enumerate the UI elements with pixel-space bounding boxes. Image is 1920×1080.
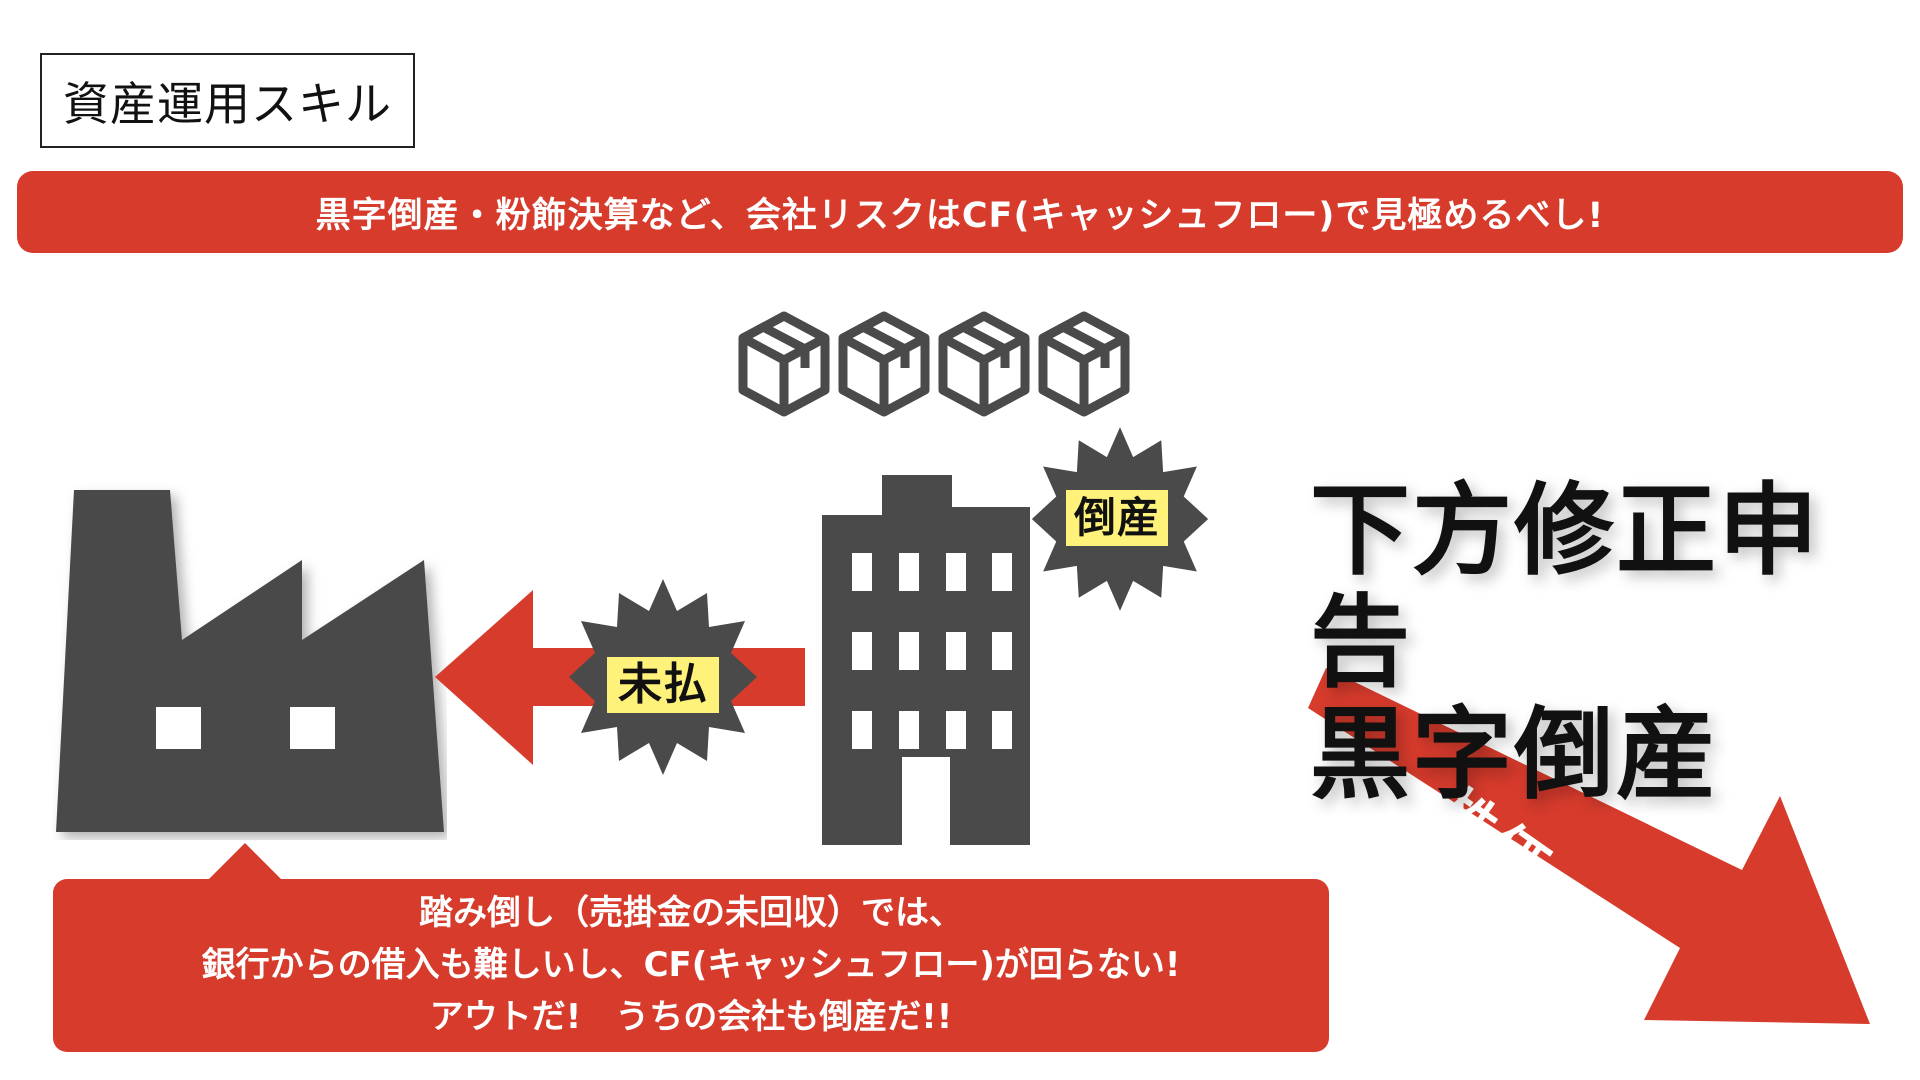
- package-boxes: [735, 310, 1133, 418]
- bankrupt-burst: 倒産: [1030, 425, 1210, 617]
- stock-price-down-arrow: [1308, 668, 1870, 1024]
- headline: 下方修正申告 黒字倒産: [1310, 475, 1920, 811]
- speech-bubble-tail: [205, 843, 285, 883]
- bankrupt-label: 倒産: [1066, 490, 1168, 546]
- headline-banner: 黒字倒産・粉飾決算など、会社リスクはCF(キャッシュフロー)で見極めるべし!: [17, 171, 1903, 253]
- slide-title: 資産運用スキル: [40, 53, 415, 148]
- bubble-line-1: 踏み倒し（売掛金の未回収）では、: [419, 893, 963, 933]
- headline-line-1: 下方修正申告: [1310, 472, 1820, 701]
- unpaid-label: 未払: [607, 657, 719, 713]
- speech-bubble: 踏み倒し（売掛金の未回収）では、 銀行からの借入も難しいし、CF(キャッシュフロ…: [53, 879, 1329, 1052]
- banner-text: 黒字倒産・粉飾決算など、会社リスクはCF(キャッシュフロー)で見極めるべし!: [315, 195, 1605, 236]
- office-building-icon: [822, 475, 1030, 845]
- package-box-icon: [938, 311, 1030, 417]
- headline-line-2: 黒字倒産: [1310, 696, 1718, 813]
- package-box-icon: [738, 311, 830, 417]
- bubble-line-2: 銀行からの借入も難しいし、CF(キャッシュフロー)が回らない!: [201, 945, 1181, 985]
- unpaid-burst: 未払: [567, 577, 759, 781]
- bubble-line-3: アウトだ! うちの会社も倒産だ!!: [429, 997, 953, 1037]
- package-box-icon: [1038, 311, 1130, 417]
- factory-icon: [56, 490, 444, 832]
- package-box-icon: [838, 311, 930, 417]
